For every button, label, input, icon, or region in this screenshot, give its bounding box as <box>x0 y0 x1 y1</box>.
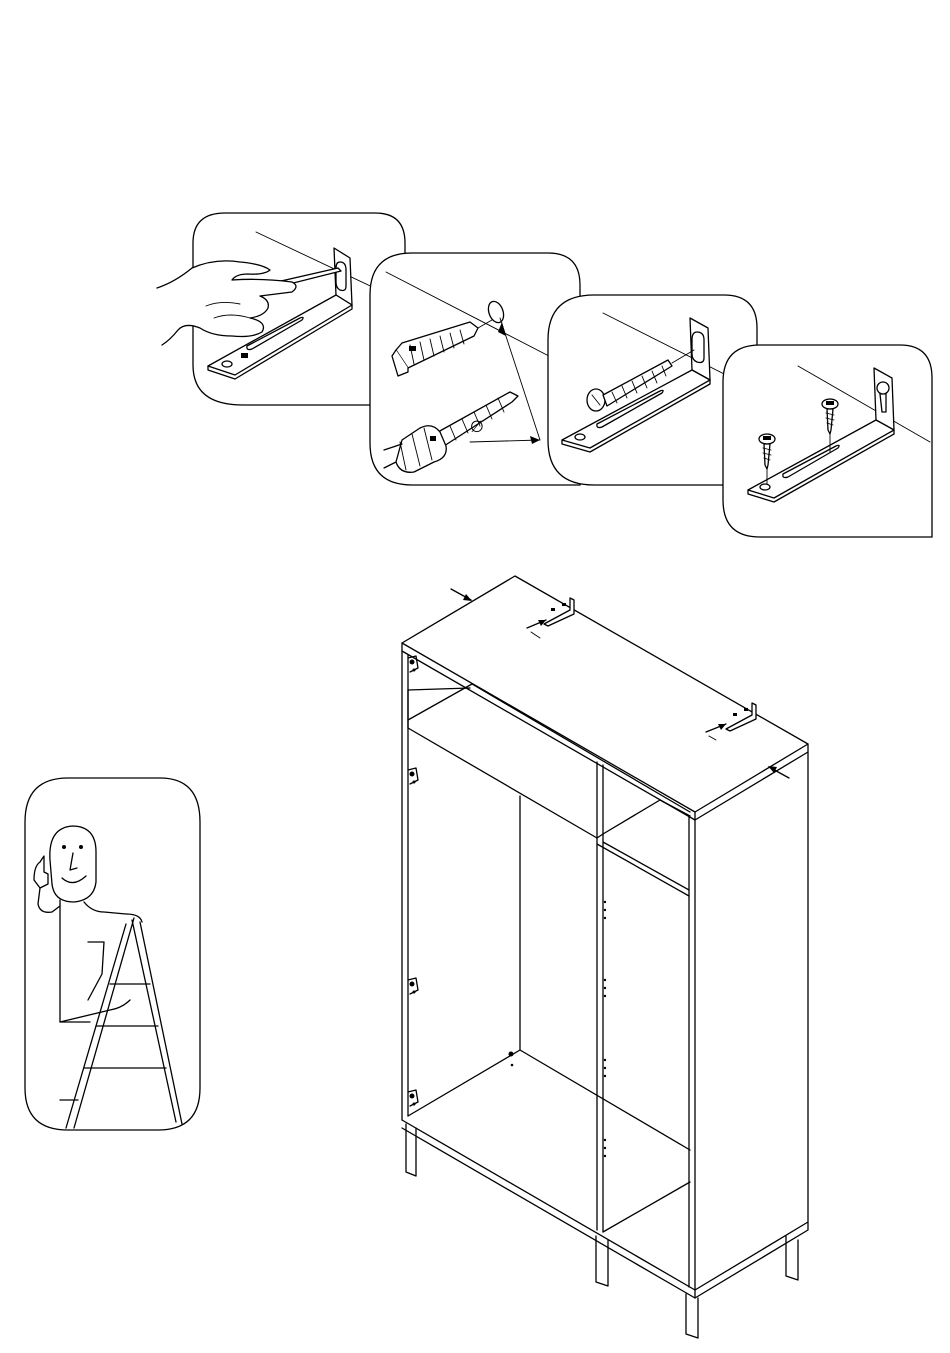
door-hinge-icon <box>408 978 418 994</box>
step-fix-to-furniture <box>723 345 932 537</box>
wardrobe-wall-anchoring-icon <box>402 576 808 1338</box>
door-hinge-icon <box>408 768 418 784</box>
step-mark-hole <box>157 213 405 405</box>
wall-distance-arrow <box>451 589 472 601</box>
person-on-ladder-icon <box>25 778 200 1130</box>
pictogram-frame <box>25 778 200 1130</box>
wall-bracket-icon <box>527 598 574 638</box>
shelf-pin-holes <box>509 901 607 1157</box>
wall-bracket-icon <box>706 703 756 740</box>
door-hinge-icon <box>408 656 418 672</box>
wall-distance-arrow <box>768 766 789 778</box>
step-panel-frame <box>723 345 932 537</box>
plug-mark-icon <box>409 346 416 351</box>
diameter-symbol: ∅ <box>470 417 484 436</box>
wardrobe-leg <box>686 1294 698 1338</box>
screw-mark-icon <box>241 353 248 358</box>
drill-mark-icon <box>430 436 436 441</box>
door-hinge-icon <box>408 1090 418 1106</box>
